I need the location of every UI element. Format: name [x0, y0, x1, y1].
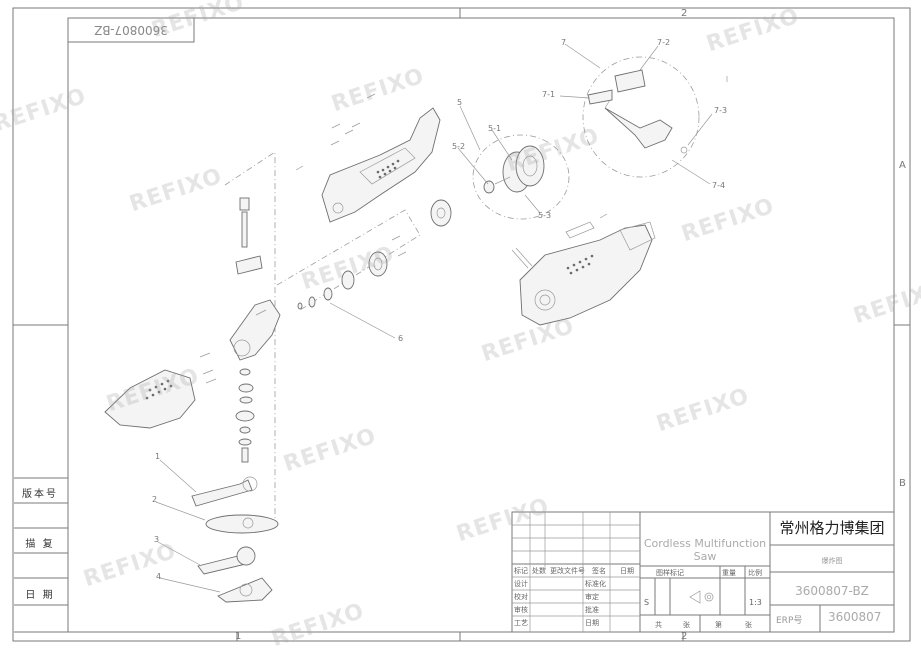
part-label-7-1: 7-1 — [542, 90, 556, 99]
row-label: 工艺 — [514, 619, 528, 627]
title-block — [511, 511, 895, 633]
part-label-1: 1 — [155, 452, 161, 461]
row-label: 设计 — [514, 580, 528, 588]
sign-label: 日期 — [585, 619, 599, 627]
part-label-5-2: 5-2 — [452, 142, 466, 151]
side-label-version: 版本号 — [22, 489, 58, 500]
zone-label-bottom-left: 1 — [235, 631, 242, 642]
rev-header: 日期 — [620, 567, 634, 575]
sheet-label: 张 — [683, 621, 690, 629]
sign-label: 批准 — [585, 606, 599, 614]
upper-housing-half — [321, 107, 441, 223]
nose-housing — [104, 352, 217, 429]
part-label-4: 4 — [156, 572, 162, 581]
switch-assembly — [587, 69, 728, 154]
row-label: 校对 — [514, 593, 528, 601]
sheet-label: 张 — [745, 621, 752, 629]
zone-label-b: B — [899, 478, 906, 489]
zone-label-a: A — [899, 160, 906, 171]
sign-label: 标准化 — [585, 580, 606, 588]
part-label-5: 5 — [457, 98, 463, 107]
corner-code-box — [67, 17, 195, 43]
erp-value: 3600807 — [828, 610, 882, 624]
group-outlines — [224, 56, 700, 521]
side-label-description: 描 复 — [25, 539, 55, 550]
stage-label: 重量 — [722, 569, 736, 577]
drawing-number: 3600807-BZ — [795, 584, 869, 598]
rev-header: 处数 — [532, 567, 546, 575]
erp-label: ERP号 — [776, 616, 803, 626]
stage-label: 比例 — [748, 569, 762, 577]
product-name: Cordless Multifunction Saw — [643, 537, 767, 563]
sheet-label: 第 — [715, 621, 722, 629]
stage-label: 图样标记 — [656, 569, 684, 577]
pins — [511, 213, 608, 269]
drawing-subtitle: 爆炸图 — [821, 557, 843, 565]
rev-header: 签名 — [592, 567, 606, 575]
side-label-date: 日 期 — [25, 590, 55, 601]
lower-housing-half — [519, 221, 656, 326]
part-label-5-3: 5-3 — [538, 211, 552, 220]
part-label-7-4: 7-4 — [712, 181, 726, 190]
rev-header: 标记 — [514, 567, 528, 575]
spindle-shaft — [235, 197, 263, 463]
gear-head-housing — [229, 299, 281, 361]
part-label-7-2: 7-2 — [657, 38, 671, 47]
sign-label: 审定 — [585, 593, 599, 601]
leader-lines — [155, 43, 713, 593]
part-label-3: 3 — [154, 535, 160, 544]
part-label-7-3: 7-3 — [714, 106, 728, 115]
gear-head-parts — [297, 199, 452, 310]
company-name: 常州格力博集团 — [779, 519, 885, 537]
rev-header: 更改文件号 — [550, 567, 585, 575]
part-label-7: 7 — [561, 38, 567, 47]
zone-label-top: 2 — [681, 8, 688, 19]
part-label-2: 2 — [152, 495, 158, 504]
part-label-6: 6 — [398, 334, 404, 343]
sheet-label: 共 — [655, 621, 662, 629]
part-label-5-1: 5-1 — [488, 124, 502, 133]
accessory-blades — [191, 476, 279, 603]
scale-value: 1:3 — [749, 598, 762, 607]
motor-assembly — [483, 145, 545, 194]
row-label: 审核 — [514, 606, 528, 614]
screws-upper — [295, 93, 376, 171]
stage-value: S — [644, 598, 650, 607]
zone-label-bottom: 2 — [681, 631, 688, 642]
